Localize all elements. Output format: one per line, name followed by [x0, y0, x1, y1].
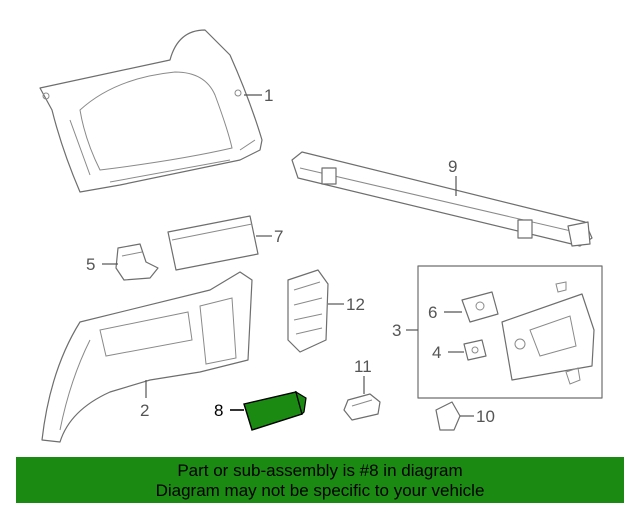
part-4-clip: [463, 339, 487, 361]
part-10-cap: [435, 401, 461, 431]
banner-line-1: Part or sub-assembly is #8 in diagram: [177, 461, 463, 480]
callout-9: 9: [448, 157, 457, 176]
part-7-cover: [167, 215, 259, 271]
part-12-latch: [287, 269, 329, 353]
part-11-bracket: [343, 393, 381, 421]
callout-5: 5: [86, 255, 95, 274]
part-6-clip: [461, 291, 499, 323]
callout-8: 8: [214, 401, 223, 420]
callout-11: 11: [354, 357, 372, 376]
part-8-highlighted-cover[interactable]: [243, 390, 307, 431]
callout-2: 2: [140, 401, 149, 420]
callout-10: 10: [476, 407, 495, 426]
part-5-bracket: [115, 243, 159, 281]
part-2-lower-quarter-trim: [41, 271, 253, 443]
banner-line-2: Diagram may not be specific to your vehi…: [155, 481, 485, 500]
part-1-upper-quarter-trim: [39, 29, 263, 193]
info-banner: Part or sub-assembly is #8 in diagram Di…: [16, 457, 624, 503]
part-9-rail: [291, 151, 593, 247]
inset-panel-detail: [501, 281, 595, 385]
callout-12: 12: [346, 295, 365, 314]
callout-3: 3: [392, 321, 401, 340]
callout-7: 7: [274, 227, 283, 246]
parts-diagram: 1 9 7 5 12 2 3 6: [39, 29, 603, 443]
callout-6: 6: [428, 303, 437, 322]
callout-1: 1: [264, 86, 273, 105]
callout-4: 4: [432, 343, 441, 362]
